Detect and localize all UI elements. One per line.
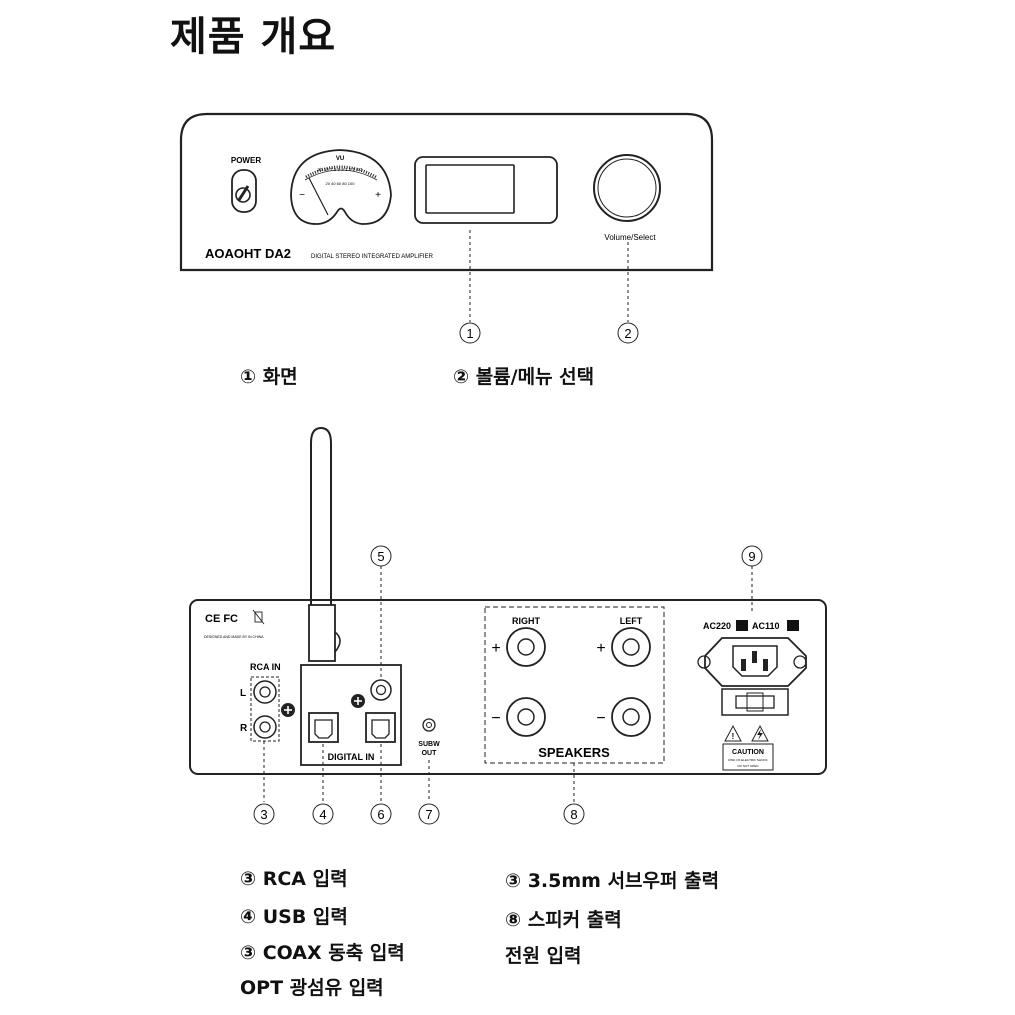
digital-in-label: DIGITAL IN — [328, 752, 375, 762]
digital-input-block — [300, 664, 402, 766]
coax-jack[interactable] — [370, 679, 392, 701]
speaker-right-negative[interactable] — [506, 697, 546, 737]
legend-optical: OPT 광섬유 입력 — [240, 977, 384, 999]
ac110-label: AC110 — [752, 621, 780, 631]
speaker-left-positive[interactable] — [611, 627, 651, 667]
callout-2 — [617, 322, 639, 344]
vu-minus: − — [299, 190, 305, 201]
plus-sign: + — [596, 640, 605, 657]
vu-meter: VU 20 10 7 5 3 2 1 0 1 2 3 20 40 60 80 1… — [290, 149, 392, 225]
out-label: OUT — [422, 750, 438, 757]
optical-port[interactable] — [365, 712, 396, 743]
callout-3 — [253, 803, 275, 825]
volume-select-knob[interactable] — [593, 154, 661, 222]
display-screen — [414, 156, 558, 224]
rear-panel: CE FC DESIGNED AND MADE BY IN CHINA RCA … — [189, 426, 827, 825]
legend-display: ① 화면 — [240, 366, 298, 388]
front-panel: POWER VU 20 10 7 5 3 2 1 0 1 2 3 20 40 6… — [179, 112, 714, 344]
callout-5 — [370, 545, 392, 567]
knob-label: Volume/Select — [604, 233, 656, 242]
subw-label: SUBW — [418, 741, 440, 748]
rca-left-jack[interactable] — [253, 680, 277, 704]
warning-icon: ! — [724, 724, 742, 742]
rca-right-jack[interactable] — [253, 715, 277, 739]
rca-r-label: R — [240, 723, 248, 734]
right-label: RIGHT — [512, 616, 541, 626]
left-label: LEFT — [620, 616, 643, 626]
ac220-label: AC220 — [703, 621, 731, 631]
vu-label: VU — [336, 156, 344, 162]
svg-text:6: 6 — [377, 807, 384, 822]
caution-sub2: DO NOT OPEN — [738, 764, 759, 768]
rca-in-label: RCA IN — [250, 662, 281, 672]
brand-name: AOAOHT DA2 — [205, 246, 291, 261]
svg-text:9: 9 — [748, 549, 755, 564]
ac110-switch[interactable] — [787, 620, 799, 631]
callout-1 — [459, 322, 481, 344]
rca-l-label: L — [240, 688, 246, 699]
cert-marks: CE FC — [205, 613, 238, 625]
svg-text:5: 5 — [377, 549, 384, 564]
svg-text:4: 4 — [319, 807, 326, 822]
power-inlet[interactable] — [697, 637, 807, 716]
svg-text:1: 1 — [466, 326, 473, 341]
rear-panel-outline — [189, 599, 827, 775]
svg-text:2: 2 — [624, 326, 631, 341]
svg-text:!: ! — [732, 732, 735, 741]
legend-usb: ④ USB 입력 — [240, 906, 348, 928]
callout-6 — [370, 803, 392, 825]
plus-sign: + — [491, 640, 500, 657]
vu-scale-top: 20 10 7 5 3 2 1 0 1 2 3 — [317, 167, 363, 172]
ground-icon — [281, 703, 295, 717]
legend-power-input: 전원 입력 — [505, 945, 582, 967]
vu-plus: + — [375, 190, 381, 201]
vu-scale-bottom: 20 40 60 80 100 — [326, 181, 356, 186]
weee-bin-icon — [252, 609, 265, 625]
ground-icon — [351, 694, 365, 708]
made-in-text: DESIGNED AND MADE BY IN CHINA — [204, 635, 264, 639]
legend-speakers: ⑧ 스피커 출력 — [505, 909, 622, 931]
callout-4 — [312, 803, 334, 825]
subwoofer-jack[interactable] — [422, 718, 436, 732]
legend-subwoofer: ③ 3.5mm 서브우퍼 출력 — [505, 870, 720, 892]
callout-9 — [741, 545, 763, 567]
front-panel-outline — [179, 112, 714, 272]
usb-port[interactable] — [308, 712, 339, 743]
caution-title: CAUTION — [732, 749, 764, 756]
legend-volume-menu: ② 볼륨/메뉴 선택 — [453, 366, 595, 388]
page-title: 제품 개요 — [170, 14, 337, 60]
legend-coax: ③ COAX 동축 입력 — [240, 942, 405, 964]
wifi-antenna — [308, 426, 341, 662]
speakers-label: SPEAKERS — [538, 745, 610, 760]
svg-text:3: 3 — [260, 807, 267, 822]
power-label: POWER — [231, 156, 261, 165]
speaker-right-positive[interactable] — [506, 627, 546, 667]
ac220-switch[interactable] — [736, 620, 748, 631]
speaker-terminal-area — [484, 606, 665, 764]
power-switch[interactable] — [231, 169, 257, 213]
legend-rca: ③ RCA 입력 — [240, 868, 348, 890]
minus-sign: − — [596, 710, 605, 727]
brand-subtitle: DIGITAL STEREO INTEGRATED AMPLIFIER — [311, 254, 434, 260]
speaker-left-negative[interactable] — [611, 697, 651, 737]
callout-8 — [563, 803, 585, 825]
caution-label-box — [722, 743, 774, 771]
caution-sub1: RISK OF ELECTRIC SHOCK — [728, 758, 767, 762]
electric-shock-icon — [751, 724, 769, 742]
svg-text:7: 7 — [425, 807, 432, 822]
minus-sign: − — [491, 710, 500, 727]
callout-7 — [418, 803, 440, 825]
svg-text:8: 8 — [570, 807, 577, 822]
